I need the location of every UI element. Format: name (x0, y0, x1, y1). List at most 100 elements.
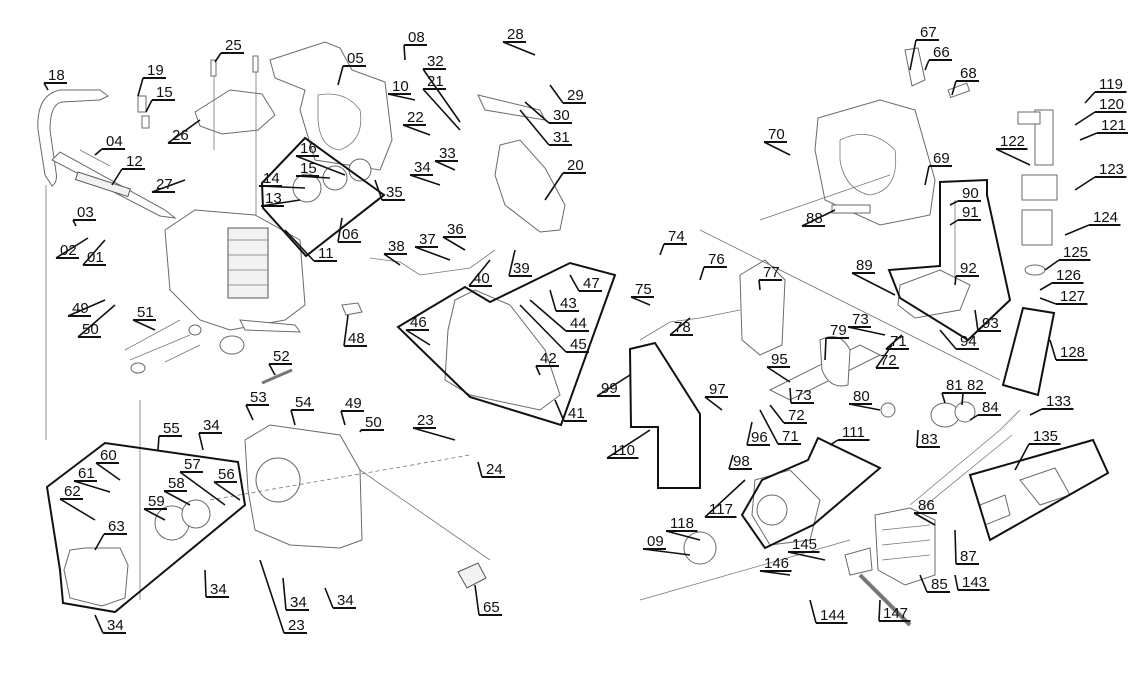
fin-line (881, 554, 931, 561)
leader-line (763, 141, 791, 156)
leader-line (1014, 443, 1030, 471)
leader-line (343, 314, 349, 347)
part-number-text: 34 (210, 581, 227, 598)
part-label-19: 19 (137, 62, 166, 97)
leader-line (111, 168, 123, 186)
part-number-text: 16 (300, 140, 317, 157)
part-number-text: 65 (483, 599, 500, 616)
leader-line (704, 479, 746, 518)
part-label-80: 80 (848, 388, 881, 411)
group-outline-41 (396, 261, 617, 427)
side-cover-part (494, 139, 566, 233)
fin-line (881, 539, 931, 546)
part-label-125: 125 (1044, 244, 1091, 271)
group-outline-110 (628, 341, 701, 489)
intake-pipe-part (909, 409, 1021, 511)
part-number-text: 143 (962, 574, 987, 591)
part-number-text: 60 (100, 447, 117, 464)
lever-part (904, 47, 926, 87)
part-label-65: 65 (474, 584, 502, 616)
leader-line (704, 396, 723, 411)
part-number-text: 79 (830, 322, 847, 339)
part-number-text: 59 (148, 493, 165, 510)
leader-line (569, 274, 580, 292)
part-number-text: 75 (635, 281, 652, 298)
part-label-01: 01 (82, 239, 106, 266)
part-label-135: 135 (1014, 428, 1061, 471)
part-number-text: 82 (967, 377, 984, 394)
leader-line (1049, 339, 1057, 361)
leader-line (758, 279, 761, 291)
part-number-text: 71 (782, 428, 799, 445)
part-number-text: 08 (408, 29, 425, 46)
part-label-41: 41 (554, 399, 587, 422)
part-number-text: 87 (960, 548, 977, 565)
part-number-text: 117 (709, 501, 733, 518)
part-number-text: 42 (540, 350, 557, 367)
part-number-text: 34 (337, 592, 354, 609)
part-label-20: 20 (544, 157, 586, 201)
leader-line (961, 392, 964, 406)
part-label-97: 97 (704, 381, 728, 411)
leader-line (924, 165, 930, 186)
leader-line (387, 93, 416, 101)
part-label-42: 42 (535, 350, 559, 376)
part-number-text: 57 (184, 456, 201, 473)
group-outline-06 (260, 136, 386, 258)
pump-body-part (739, 259, 786, 356)
cylinder-fins (227, 227, 269, 299)
leader-line (954, 574, 959, 591)
leader-line (94, 533, 105, 551)
housing-opening (317, 93, 362, 151)
part-label-34: 34 (324, 587, 356, 609)
part-label-144: 144 (809, 599, 848, 624)
part-number-text: 12 (126, 153, 143, 170)
engine-mount-part (219, 335, 245, 355)
part-number-text: 05 (347, 50, 364, 67)
part-number-text: 69 (933, 150, 950, 167)
leader-line (642, 548, 691, 556)
part-label-39: 39 (508, 249, 532, 277)
group-outline-111 (740, 436, 882, 550)
leader-line (59, 498, 96, 521)
part-label-15: 15 (295, 160, 331, 179)
leader-line (949, 219, 959, 226)
part-label-23: 23 (259, 559, 307, 634)
cylinder-part (874, 507, 936, 586)
part-number-text: 39 (513, 260, 530, 277)
part-label-25: 25 (214, 37, 244, 63)
leader-line (403, 44, 406, 61)
part-label-83: 83 (916, 429, 940, 448)
leader-line (167, 119, 201, 144)
leader-line (699, 266, 705, 281)
part-label-70: 70 (763, 126, 791, 156)
linkage-knob (130, 362, 146, 374)
part-label-90: 90 (949, 185, 981, 206)
part-number-text: 09 (647, 533, 664, 550)
plug-part (947, 82, 971, 99)
leader-line (549, 289, 557, 312)
part-label-11: 11 (284, 229, 337, 262)
part-number-text: 81 (946, 377, 963, 394)
leader-line (402, 124, 431, 136)
part-number-text: 61 (78, 465, 95, 482)
part-label-02: 02 (55, 237, 89, 259)
leader-line (204, 569, 207, 598)
part-number-text: 85 (931, 576, 948, 593)
leader-line (383, 253, 401, 266)
guide-bar-slot (74, 171, 131, 198)
leader-line (324, 587, 334, 609)
part-label-36: 36 (442, 221, 466, 251)
part-number-text: 123 (1099, 161, 1124, 178)
part-label-27: 27 (151, 176, 186, 193)
leader-line (213, 481, 241, 501)
part-number-text: 119 (1099, 76, 1123, 93)
leader-line (422, 88, 461, 131)
reference-line (209, 454, 471, 501)
leader-line (878, 599, 881, 622)
part-label-75: 75 (630, 281, 654, 306)
part-label-146: 146 (759, 555, 792, 576)
pad-part (341, 302, 363, 316)
leader-line (260, 199, 301, 207)
